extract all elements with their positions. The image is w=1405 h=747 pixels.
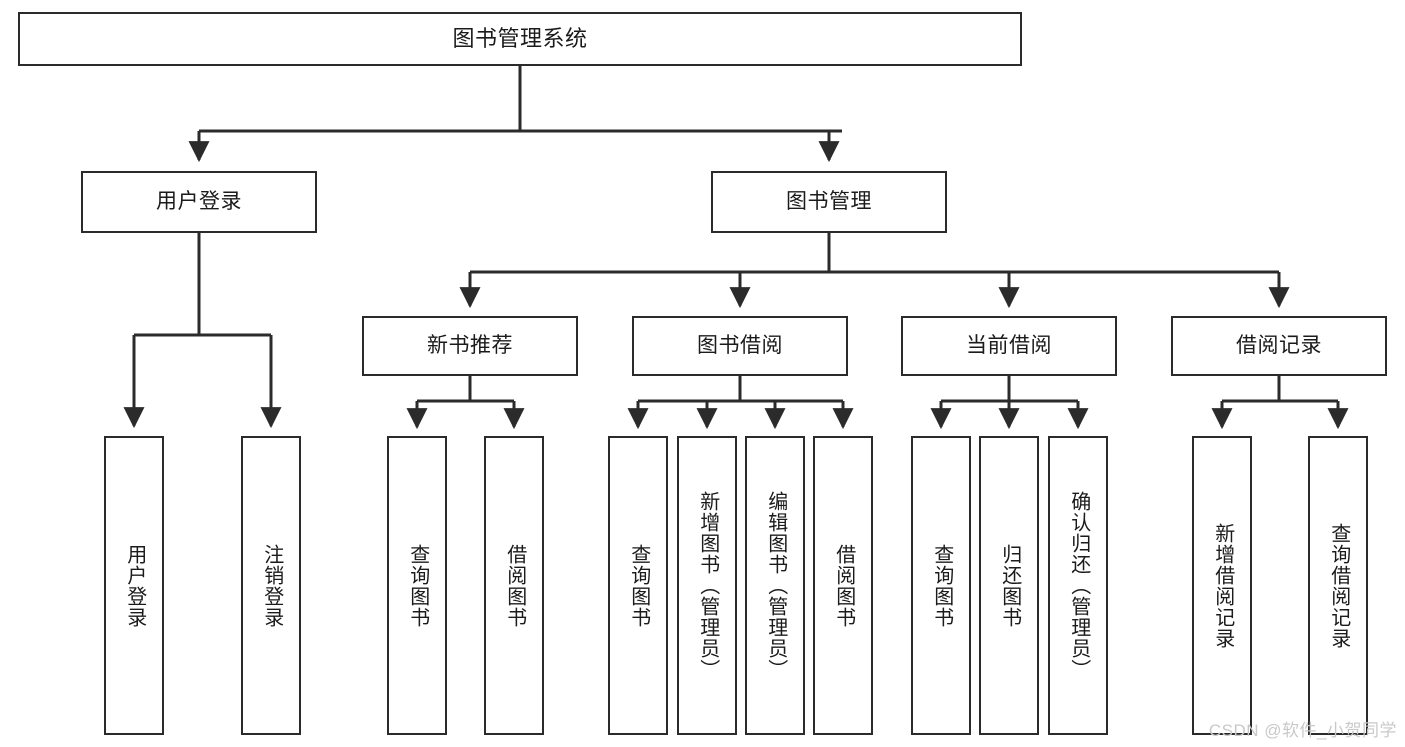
node-label: 注销登录 [260,543,283,628]
node-label: 编辑图书（管理员） [764,491,787,680]
leaf-current-borrow-return[interactable]: 归还图书 [979,436,1039,735]
node-label: 查询图书 [930,543,953,628]
csdn-watermark: CSDN @软件_小贺同学 [1208,721,1397,740]
node-label: 查询图书 [627,543,650,628]
leaf-book-borrow-edit-admin[interactable]: 编辑图书（管理员） [745,436,805,735]
leaf-new-book-query[interactable]: 查询图书 [387,436,447,735]
node-label: 用户登录 [156,189,242,213]
node-label: 图书管理系统 [452,26,588,52]
leaf-book-borrow-borrow[interactable]: 借阅图书 [813,436,873,735]
leaf-user-login-login[interactable]: 用户登录 [104,436,164,735]
node-book-borrow[interactable]: 图书借阅 [632,316,848,376]
node-label: 图书管理 [786,189,872,213]
leaf-book-borrow-query[interactable]: 查询图书 [608,436,668,735]
node-root-book-management-system[interactable]: 图书管理系统 [18,12,1022,66]
node-label: 借阅记录 [1236,333,1322,357]
node-label: 借阅图书 [503,543,526,628]
node-user-login[interactable]: 用户登录 [81,171,317,233]
node-label: 当前借阅 [966,333,1052,357]
node-label: 归还图书 [998,543,1021,628]
node-label: 查询借阅记录 [1327,522,1350,649]
leaf-current-borrow-query[interactable]: 查询图书 [911,436,971,735]
node-label: 借阅图书 [832,543,855,628]
node-label: 新书推荐 [427,333,513,357]
node-book-management[interactable]: 图书管理 [711,171,947,233]
leaf-current-borrow-confirm-admin[interactable]: 确认归还（管理员） [1048,436,1108,735]
node-current-borrow[interactable]: 当前借阅 [901,316,1117,376]
leaf-book-borrow-add-admin[interactable]: 新增图书（管理员） [677,436,737,735]
node-label: 图书借阅 [697,333,783,357]
node-label: 新增图书（管理员） [696,491,719,680]
node-new-book-recommend[interactable]: 新书推荐 [362,316,578,376]
leaf-new-book-borrow[interactable]: 借阅图书 [484,436,544,735]
node-label: 新增借阅记录 [1211,522,1234,649]
leaf-borrow-records-query[interactable]: 查询借阅记录 [1308,436,1368,735]
node-label: 查询图书 [406,543,429,628]
leaf-borrow-records-add[interactable]: 新增借阅记录 [1192,436,1252,735]
node-label: 用户登录 [123,543,146,628]
leaf-user-login-logout[interactable]: 注销登录 [241,436,301,735]
node-borrow-records[interactable]: 借阅记录 [1171,316,1387,376]
node-label: 确认归还（管理员） [1067,491,1090,680]
